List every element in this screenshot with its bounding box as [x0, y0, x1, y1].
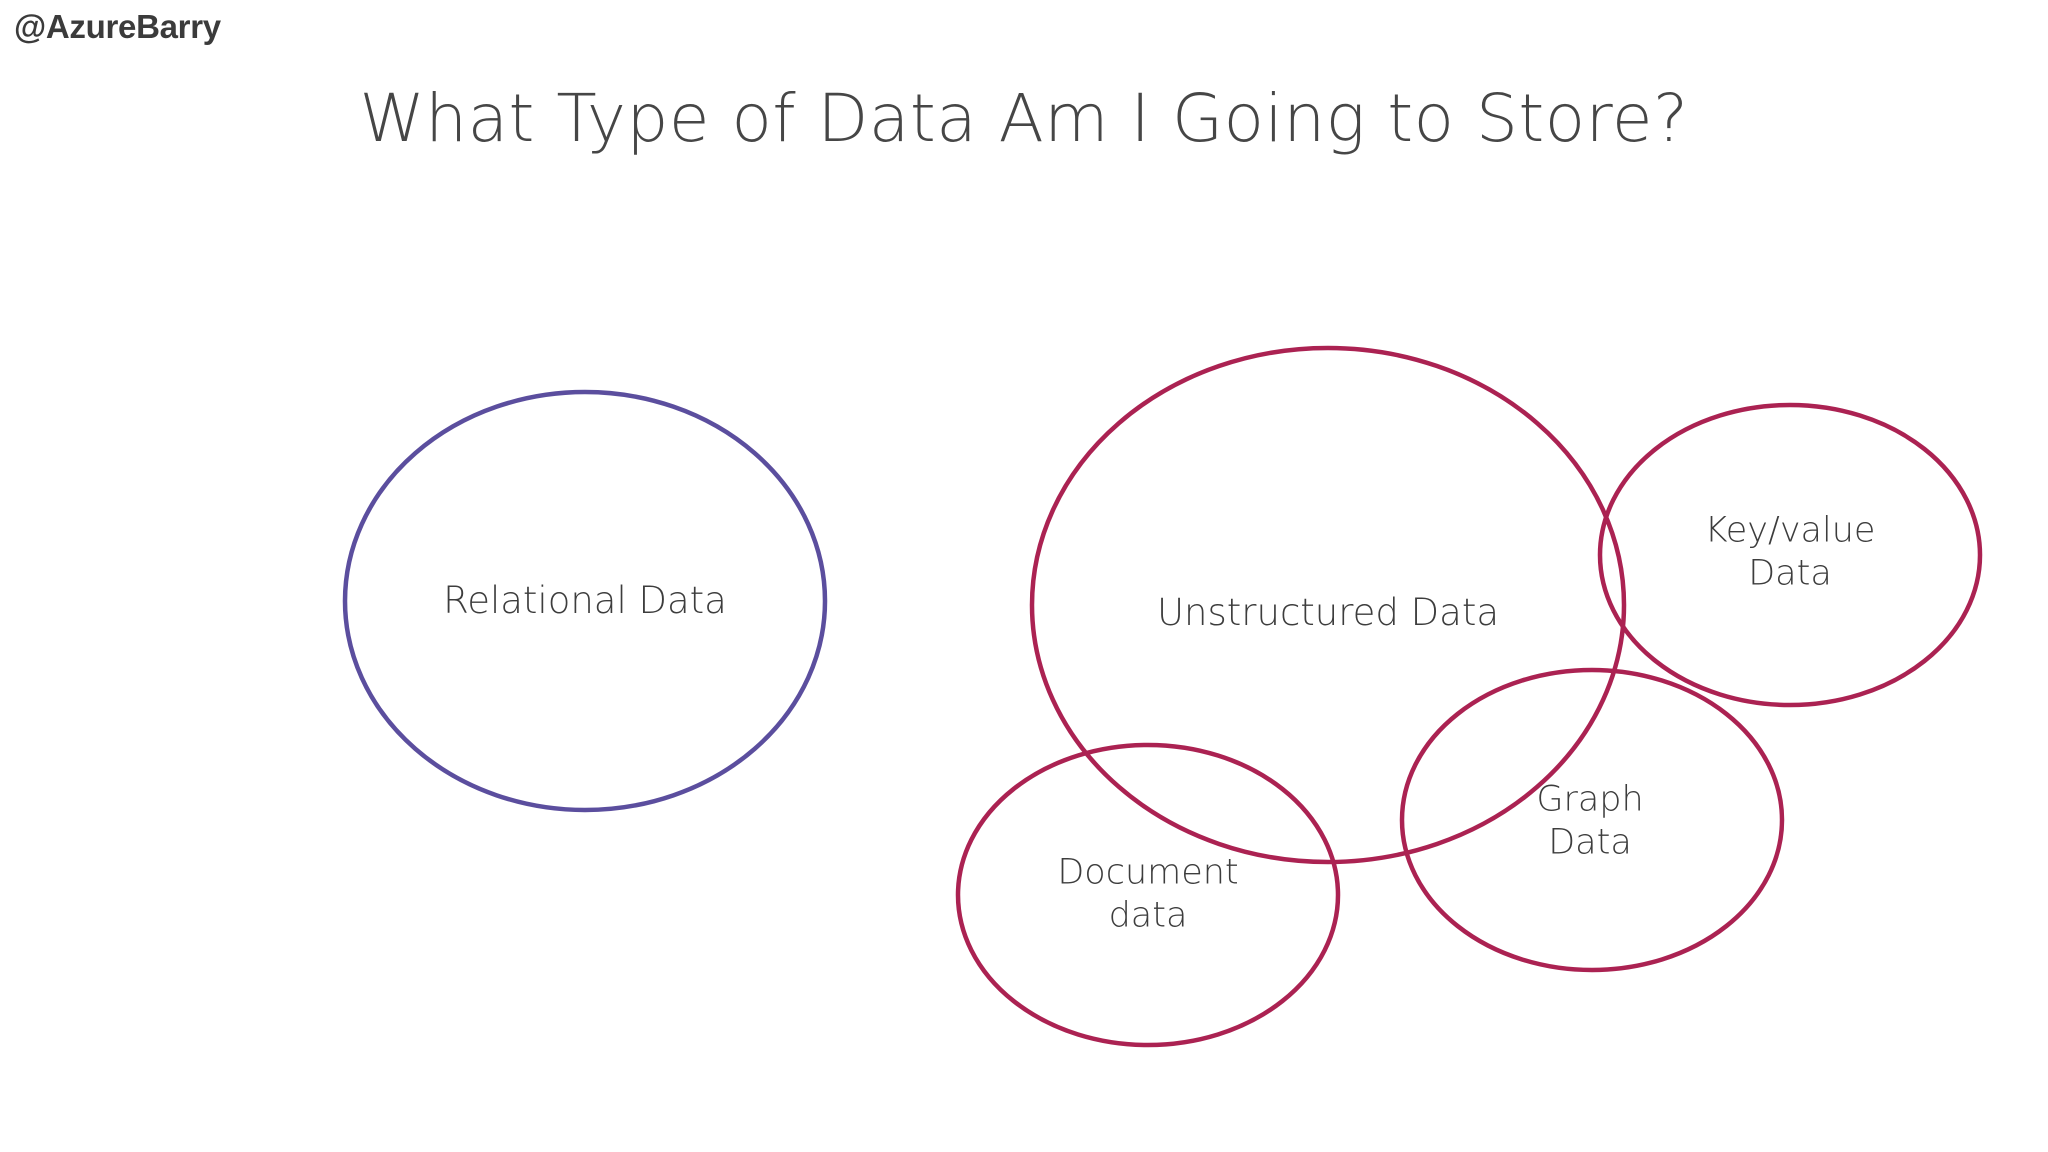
ellipse-relational-data[interactable] — [342, 389, 828, 813]
ellipse-unstructured-data[interactable] — [1029, 345, 1627, 865]
page-title: What Type of Data Am I Going to Store? — [359, 80, 1689, 157]
ellipse-graph-data[interactable] — [1399, 667, 1785, 973]
ellipse-key-value-data[interactable] — [1597, 402, 1983, 708]
author-handle: @AzureBarry — [14, 8, 221, 45]
ellipse-document-data[interactable] — [955, 742, 1341, 1048]
